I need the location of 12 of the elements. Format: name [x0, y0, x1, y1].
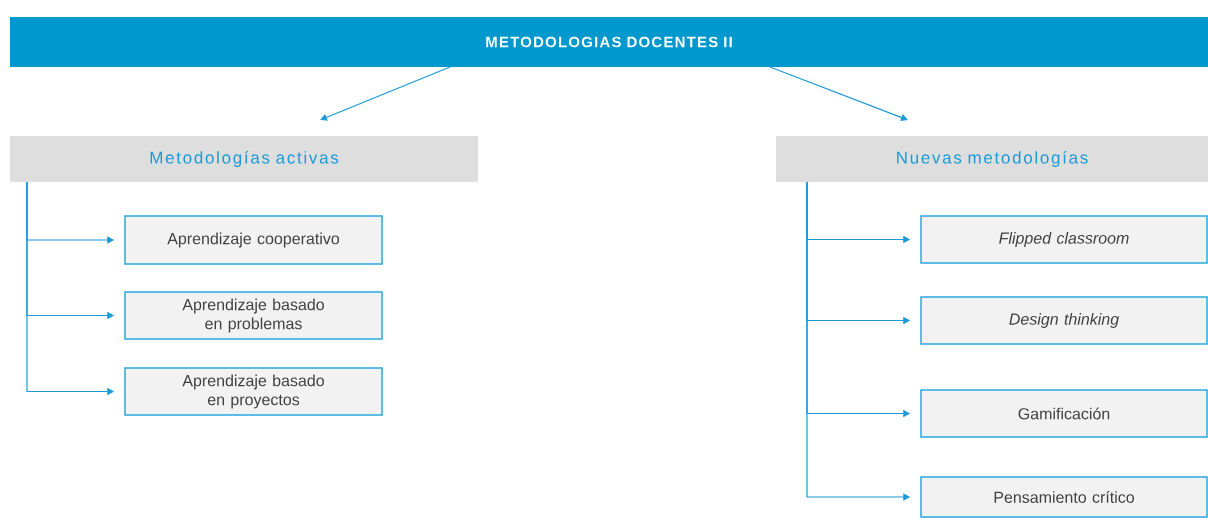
title-band: METODOLOGIAS DOCENTES II — [10, 17, 1208, 67]
category-header: Nuevas metodologías — [776, 136, 1208, 182]
category-header: Metodologías activas — [10, 136, 478, 182]
method-box: Aprendizaje basado en proyectos — [124, 367, 383, 416]
method-box: Flipped classroom — [920, 215, 1208, 264]
method-box: Pensamiento crítico — [920, 476, 1208, 518]
method-box: Aprendizaje cooperativo — [124, 215, 383, 265]
arrow — [769, 66, 908, 121]
method-box: Aprendizaje basado en problemas — [124, 291, 383, 340]
method-box: Design thinking — [920, 296, 1208, 345]
arrow — [320, 66, 451, 121]
method-box: Gamificación — [920, 389, 1208, 438]
